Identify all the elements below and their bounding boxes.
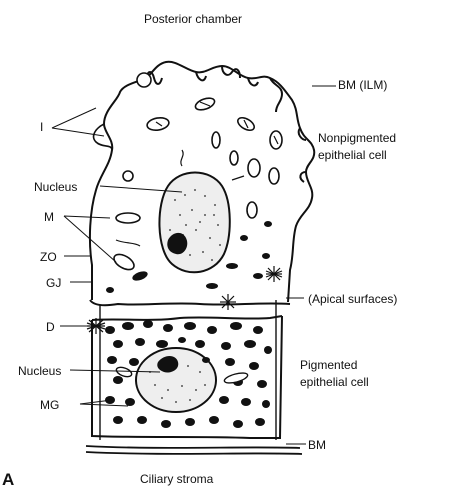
label-mg: MG — [40, 398, 60, 412]
title-bottom: Ciliary stroma — [140, 472, 214, 486]
label-epithelial-cell-1: epithelial cell — [318, 148, 387, 162]
label-i: I — [40, 120, 44, 134]
label-bm-ilm: BM (ILM) — [338, 78, 388, 92]
label-nonpigmented: Nonpigmented — [318, 131, 397, 145]
label-nucleus-top: Nucleus — [34, 180, 78, 194]
title-top: Posterior chamber — [144, 12, 243, 26]
label-zo: ZO — [40, 250, 57, 264]
label-d: D — [46, 320, 55, 334]
nucleus-upper — [158, 171, 231, 274]
nonpigmented-cell — [88, 60, 316, 303]
label-pigmented: Pigmented — [300, 358, 358, 372]
leader-lines — [51, 85, 336, 445]
panel-label: A — [2, 470, 15, 489]
label-apical-surfaces: (Apical surfaces) — [308, 292, 398, 306]
desmosomes — [86, 266, 283, 334]
label-epithelial-cell-2: epithelial cell — [300, 375, 369, 389]
melanin-granules — [105, 320, 272, 428]
label-bm: BM — [308, 438, 326, 452]
label-nucleus-bottom: Nucleus — [18, 364, 62, 378]
label-gj: GJ — [46, 276, 62, 290]
label-m: M — [44, 210, 54, 224]
nucleus-lower — [135, 347, 217, 413]
